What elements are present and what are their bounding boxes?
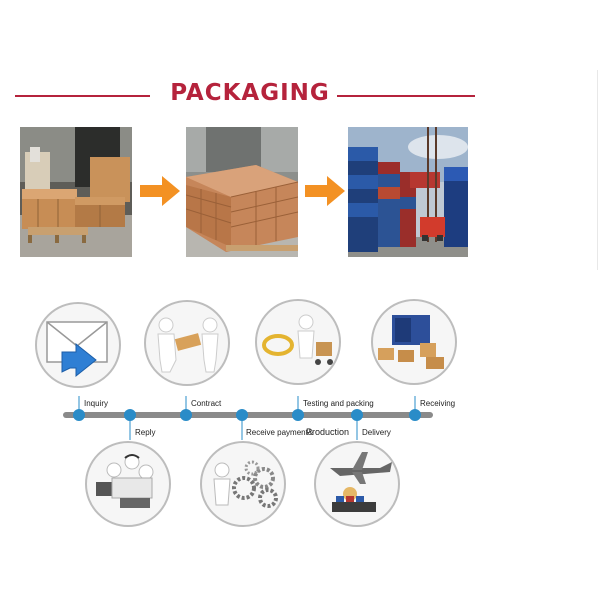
airplane-ship-icon <box>330 452 392 512</box>
timeline-dot <box>180 409 192 421</box>
timeline-dot <box>73 409 85 421</box>
timeline-dot <box>292 409 304 421</box>
timeline-dot <box>124 409 136 421</box>
step-label-delivery: Delivery <box>362 428 391 437</box>
testing-icon <box>262 314 333 365</box>
step-label-reply: Reply <box>135 428 156 437</box>
gears-icon <box>213 460 278 508</box>
step-label-inquiry: Inquiry <box>84 399 109 408</box>
wooden-crates-photo <box>20 127 132 257</box>
testing-step <box>255 299 341 385</box>
timeline-dot <box>351 409 363 421</box>
inquiry-step <box>35 302 121 388</box>
divider <box>597 70 598 270</box>
receiving-step <box>371 299 457 385</box>
header-rule-right <box>337 95 475 97</box>
call-center-icon <box>96 454 154 508</box>
timeline-dot <box>236 409 248 421</box>
step-label-receiving: Receiving <box>420 399 456 408</box>
page-title: PACKAGING <box>170 80 330 106</box>
step-label-receive-payment: Receive payment& <box>246 428 314 437</box>
delivery-step <box>314 441 400 527</box>
step-label-production: Production <box>306 427 350 437</box>
step-label-contract: Contract <box>191 399 222 408</box>
production-step <box>200 441 286 527</box>
arrow-right-icon <box>140 176 180 206</box>
container-icon <box>378 315 444 369</box>
timeline-dot <box>409 409 421 421</box>
arrow-right-icon <box>305 176 345 206</box>
contract-step <box>144 300 230 386</box>
header-rule-left <box>15 95 150 97</box>
envelope-icon <box>46 321 108 378</box>
step-label-testing: Testing and packing <box>303 399 374 408</box>
shipping-containers-photo <box>348 127 468 257</box>
reply-step <box>85 441 171 527</box>
stacked-boxes-photo <box>186 127 298 257</box>
handshake-icon <box>157 317 219 373</box>
